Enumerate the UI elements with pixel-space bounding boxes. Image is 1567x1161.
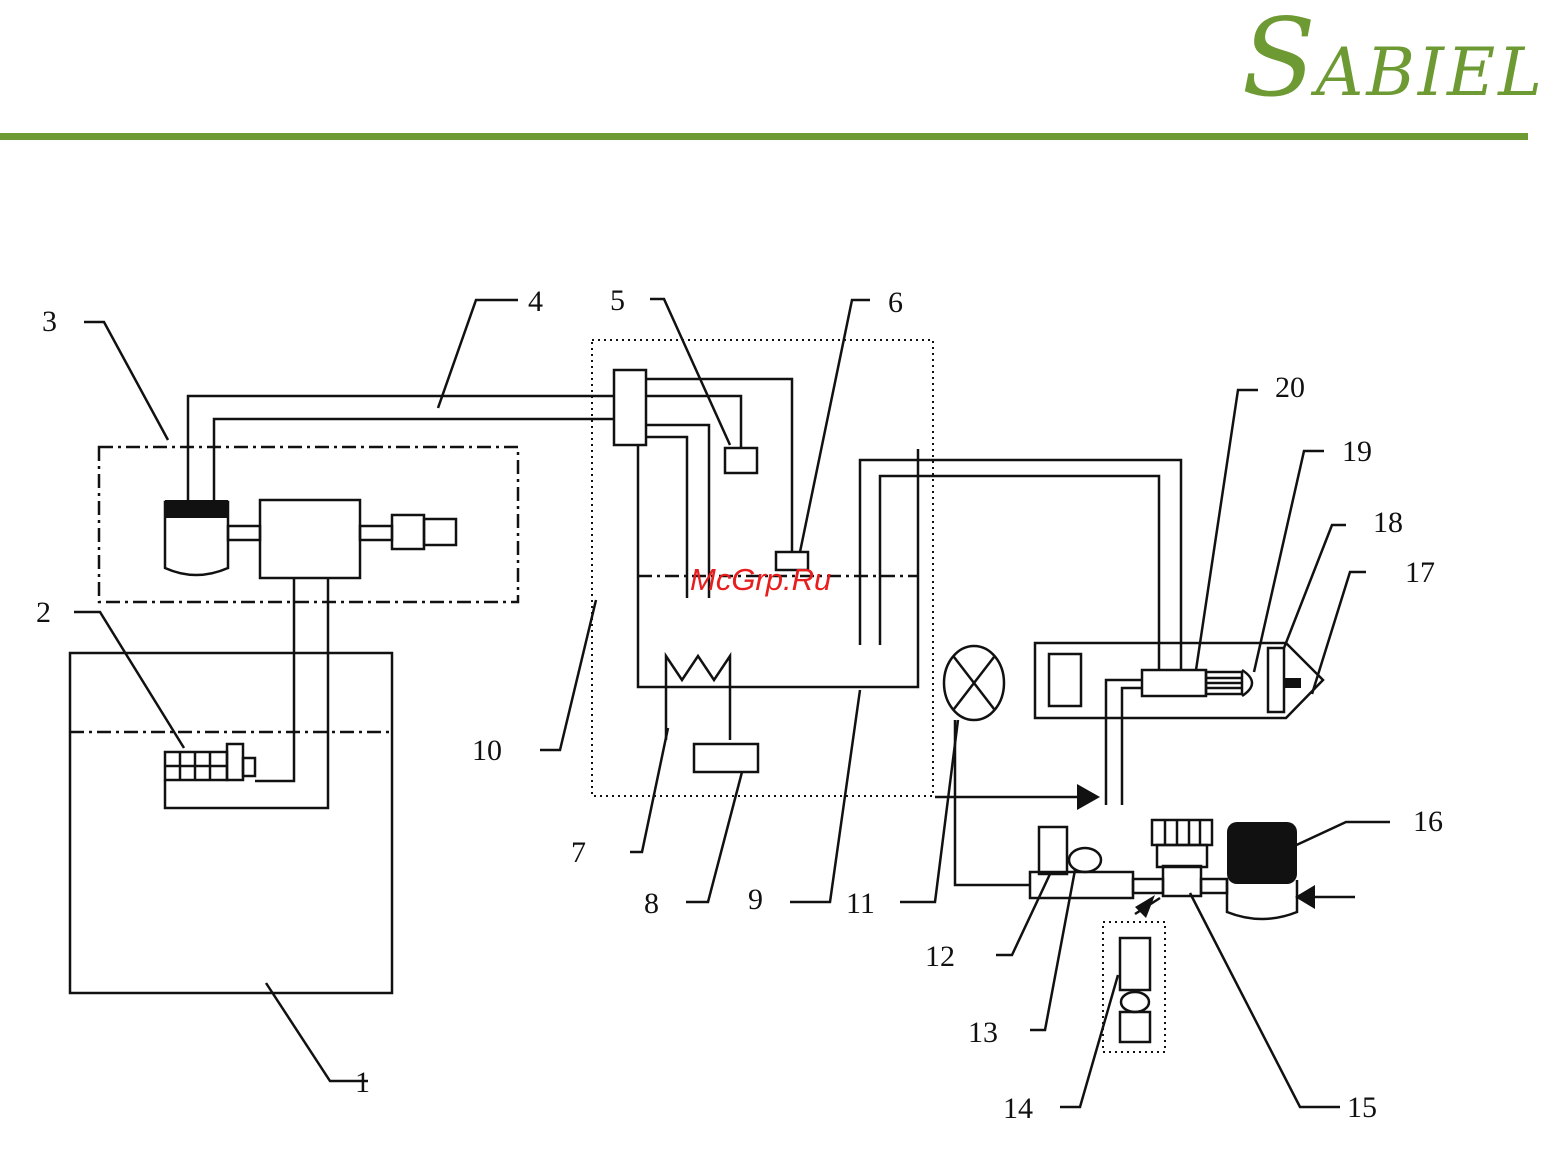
label-8: 8 — [644, 887, 659, 920]
label-18: 18 — [1373, 506, 1403, 539]
label-17: 17 — [1405, 556, 1435, 589]
label-11: 11 — [846, 887, 875, 920]
label-10: 10 — [472, 734, 502, 767]
label-4: 4 — [528, 285, 543, 318]
label-9: 9 — [748, 883, 763, 916]
pipeline — [188, 396, 614, 502]
label-20: 20 — [1275, 371, 1305, 404]
label-19: 19 — [1342, 435, 1372, 468]
label-5: 5 — [610, 284, 625, 317]
label-2: 2 — [36, 596, 51, 629]
spray-gun — [1035, 643, 1323, 805]
bottom-assembly — [1030, 820, 1355, 1052]
pump-unit — [99, 447, 518, 602]
heater — [666, 656, 758, 772]
label-13: 13 — [968, 1016, 998, 1049]
label-7: 7 — [571, 836, 586, 869]
label-6: 6 — [888, 286, 903, 319]
label-12: 12 — [925, 940, 955, 973]
watermark: McGrp.Ru — [690, 562, 831, 597]
label-1: 1 — [355, 1066, 370, 1099]
label-16: 16 — [1413, 805, 1443, 838]
submerged-pump — [165, 578, 328, 808]
label-3: 3 — [42, 305, 57, 338]
label-group: 1 2 3 4 5 6 7 8 9 10 11 12 13 14 15 16 1… — [36, 284, 1443, 1125]
label-14: 14 — [1003, 1092, 1033, 1125]
tank — [70, 653, 392, 993]
label-15: 15 — [1347, 1091, 1377, 1124]
